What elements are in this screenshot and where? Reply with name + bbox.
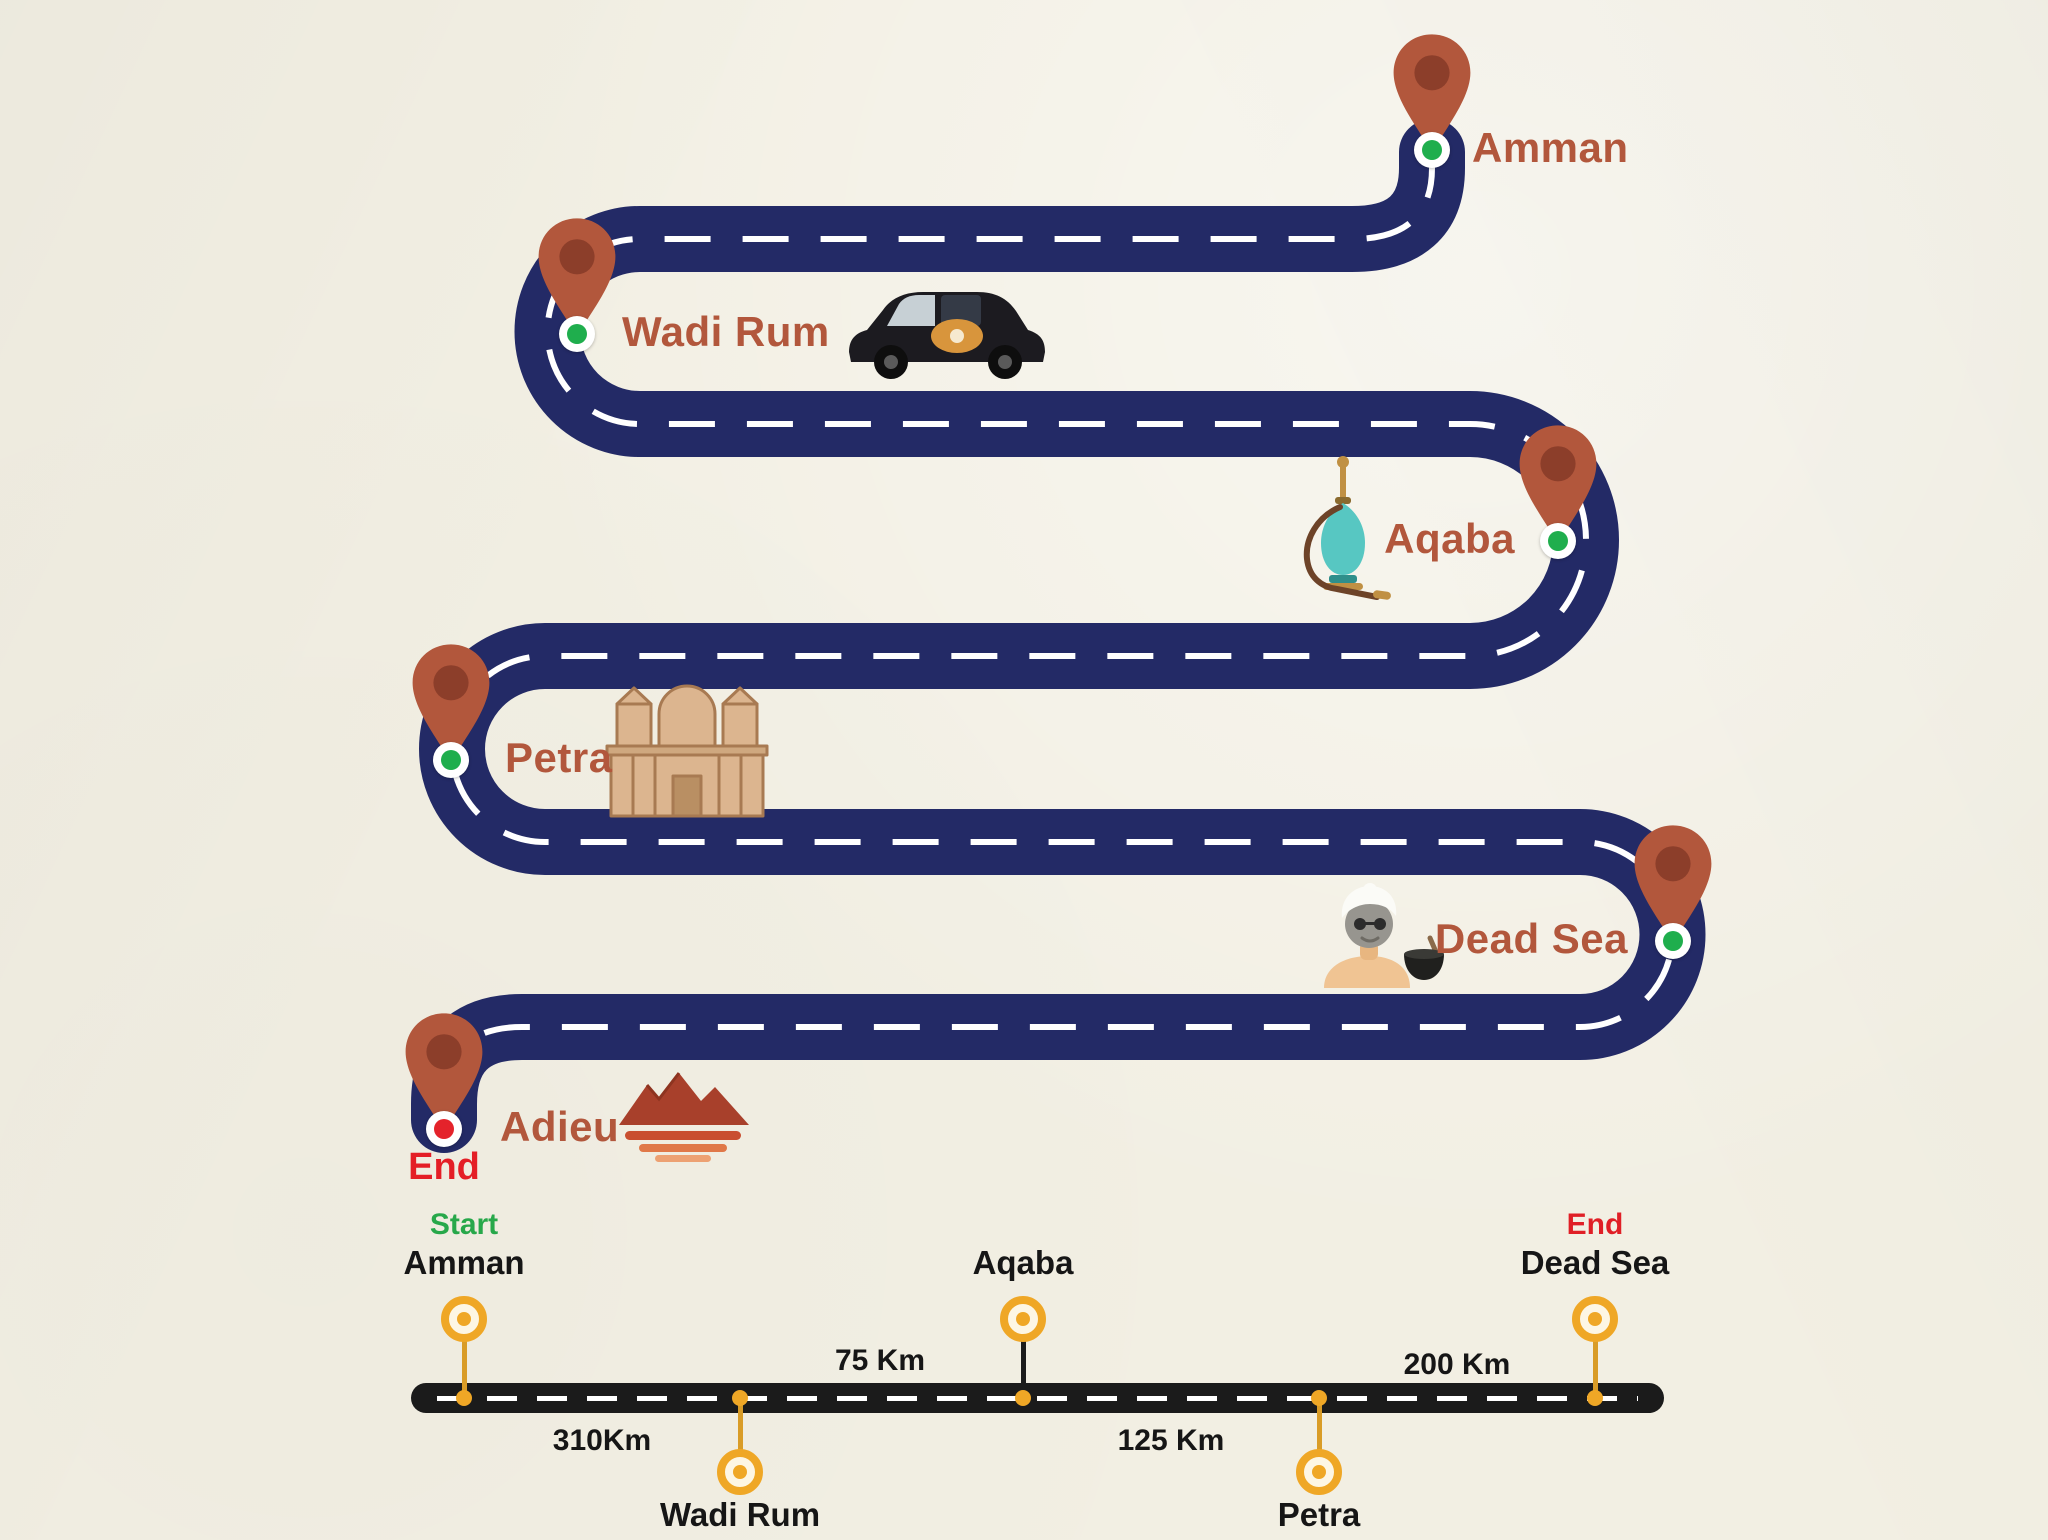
timeline-tag-end: End (1566, 1208, 1624, 1241)
desert-mountains-icon (619, 1072, 749, 1162)
suv-car-icon (849, 292, 1045, 379)
timeline-stem-wadi-rum (738, 1405, 743, 1465)
timeline-label-dead-sea: Dead Sea (1520, 1244, 1670, 1281)
timeline-label-wadi-rum: Wadi Rum (659, 1496, 821, 1533)
route-label-wadi-rum: Wadi Rum (622, 308, 830, 355)
timeline-stem-petra (1317, 1405, 1322, 1465)
timeline-node-dead-sea (1572, 1296, 1618, 1342)
timeline-label-amman: Amman (403, 1244, 525, 1281)
timeline-label-aqaba: Aqaba (972, 1244, 1074, 1281)
timeline-node-aqaba (1000, 1296, 1046, 1342)
timeline-label-petra: Petra (1277, 1496, 1361, 1533)
timeline-tag-start: Start (429, 1208, 499, 1241)
timeline-stem-aqaba (1021, 1334, 1026, 1396)
timeline-bar-dot-dead-sea (1587, 1390, 1603, 1406)
stop-dot-aqaba (1540, 523, 1576, 559)
timeline-bar (411, 1383, 1664, 1413)
timeline-node-petra (1296, 1449, 1342, 1495)
timeline-node-wadi-rum (717, 1449, 763, 1495)
route-label-aqaba: Aqaba (1384, 515, 1515, 562)
distance-amman-wadirum: 310Km (552, 1424, 652, 1457)
stop-dot-adieu (426, 1111, 462, 1147)
stop-dot-petra (433, 742, 469, 778)
route-end-label: End (408, 1146, 480, 1188)
timeline-bar-dot-wadi-rum (732, 1390, 748, 1406)
distance-aqaba-petra: 125 Km (1117, 1424, 1225, 1457)
timeline-bar-dashes (437, 1396, 1638, 1401)
road-centerline (441, 152, 1676, 1120)
stop-dot-amman (1414, 132, 1450, 168)
timeline-bar-dot-aqaba (1015, 1390, 1031, 1406)
petra-monastery-icon (605, 684, 769, 818)
route-label-petra: Petra (505, 734, 613, 781)
timeline-node-amman (441, 1296, 487, 1342)
stop-dot-dead-sea (1655, 923, 1691, 959)
distance-petra-deadsea: 200 Km (1403, 1348, 1511, 1381)
distance-wadirum-aqaba: 75 Km (834, 1344, 926, 1377)
hookah-icon (1303, 456, 1391, 600)
timeline-stem-amman (462, 1334, 467, 1396)
road-path (411, 119, 1706, 1153)
route-label-dead-sea: Dead Sea (1434, 915, 1628, 962)
timeline-stem-dead-sea (1593, 1334, 1598, 1396)
timeline-bar-dot-petra (1311, 1390, 1327, 1406)
timeline-bar-dot-amman (456, 1390, 472, 1406)
stop-dot-wadi-rum (559, 316, 595, 352)
mud-mask-spa-icon (1324, 883, 1444, 988)
route-label-amman: Amman (1472, 124, 1629, 171)
route-label-adieu: Adieu (500, 1103, 620, 1150)
